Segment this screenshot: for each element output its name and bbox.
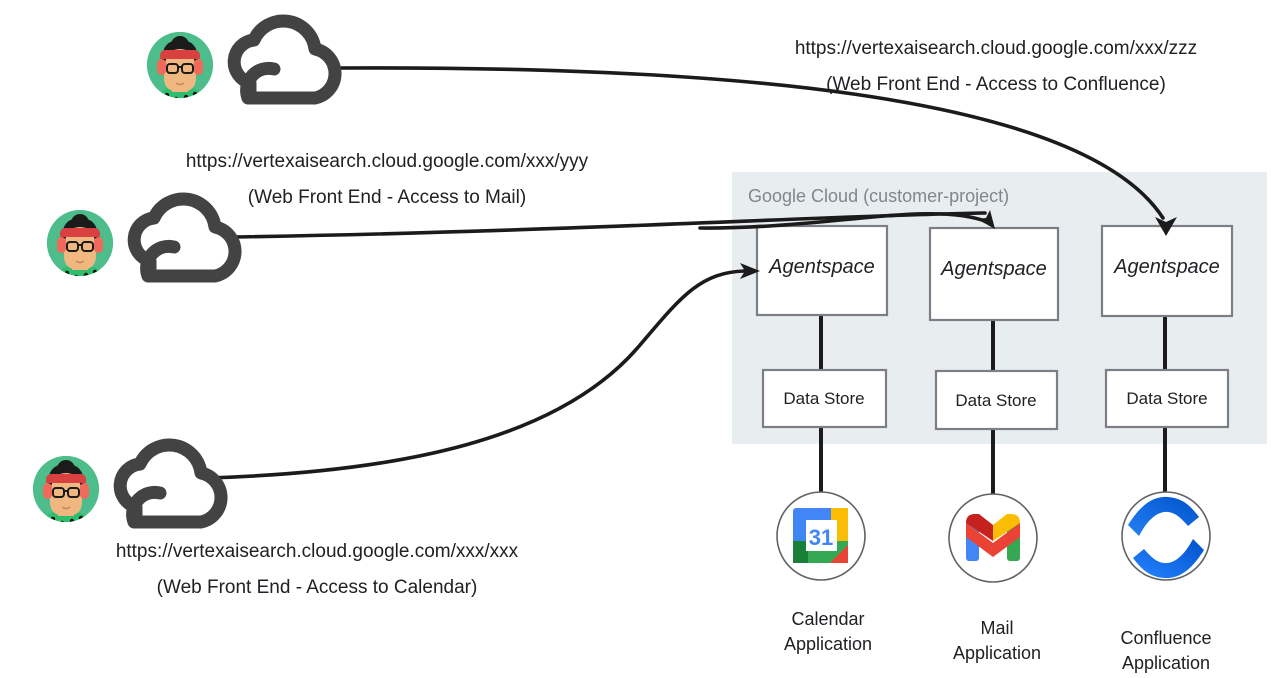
agentspace-box-confluence[interactable]: Agentspace [1100,224,1234,318]
caption-calendar-url: https://vertexaisearch.cloud.google.com/… [116,541,519,562]
datastore-label-confluence: Data Store [1126,389,1207,408]
user-cloud-icon-mail [47,192,242,283]
google-calendar-icon: 31 [793,508,848,563]
agentspace-box-calendar[interactable]: Agentspace [755,224,889,317]
google-cloud-panel-label: Google Cloud (customer-project) [748,186,1009,206]
caption-confluence-url: https://vertexaisearch.cloud.google.com/… [795,38,1197,59]
flow-arrow-mail [230,210,995,239]
datastore-box-confluence[interactable]: Data Store [1104,368,1230,429]
agentspace-box-mail[interactable]: Agentspace [928,226,1060,322]
datastore-label-calendar: Data Store [783,389,864,408]
confluence-icon [1128,496,1204,579]
gmail-icon [966,514,1020,561]
app-label-mail: Mail Application [953,618,1041,663]
user-cloud-icon-calendar [33,438,228,529]
caption-mail-url: https://vertexaisearch.cloud.google.com/… [186,151,589,172]
caption-mail: https://vertexaisearch.cloud.google.com/… [186,151,589,208]
app-node-mail[interactable] [948,493,1038,583]
caption-confluence-role: (Web Front End - Access to Confluence) [826,74,1166,95]
caption-calendar-role: (Web Front End - Access to Calendar) [157,577,478,598]
agentspace-label-mail: Agentspace [940,258,1047,280]
user-cloud-icon-confluence [147,14,342,105]
app-node-confluence[interactable] [1121,491,1211,581]
app-label-mail-line1: Mail [980,618,1013,638]
flow-arrow-calendar [205,263,760,480]
caption-confluence: https://vertexaisearch.cloud.google.com/… [795,38,1197,95]
app-label-mail-line2: Application [953,643,1041,663]
calendar-icon-day-number: 31 [809,525,833,550]
avatar-mail [47,210,113,276]
app-label-confluence-line1: Confluence [1120,628,1211,648]
datastore-box-calendar[interactable]: Data Store [761,368,888,429]
avatar-calendar [33,456,99,522]
caption-calendar: https://vertexaisearch.cloud.google.com/… [116,541,519,598]
app-label-calendar: Calendar Application [784,609,872,654]
avatar-confluence [147,32,213,98]
app-label-calendar-line1: Calendar [791,609,864,629]
caption-mail-role: (Web Front End - Access to Mail) [248,187,526,208]
app-node-calendar[interactable]: 31 [776,491,866,581]
datastore-label-mail: Data Store [955,391,1036,410]
agentspace-label-confluence: Agentspace [1113,256,1220,278]
app-label-confluence: Confluence Application [1120,628,1211,673]
flow-arrow-confluence [336,66,1177,236]
agentspace-label-calendar: Agentspace [768,256,875,278]
app-label-confluence-line2: Application [1122,653,1210,673]
app-label-calendar-line2: Application [784,634,872,654]
datastore-box-mail[interactable]: Data Store [934,369,1059,431]
